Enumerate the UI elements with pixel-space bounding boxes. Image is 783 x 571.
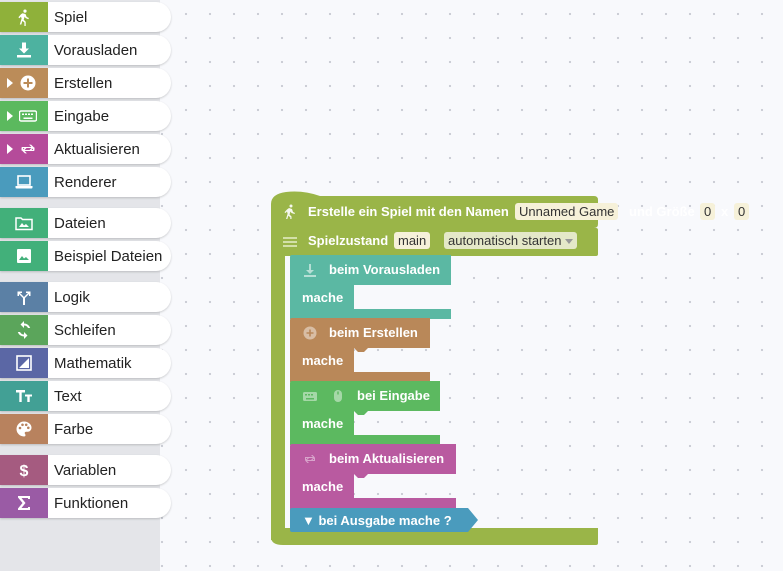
toolbox-category-mathematik[interactable]: Mathematik — [0, 348, 171, 378]
category-label: Spiel — [54, 8, 88, 26]
create-do-label: mache — [302, 353, 344, 368]
loop-icon — [15, 321, 33, 339]
category-label: Dateien — [54, 214, 106, 232]
repeat-icon — [19, 140, 37, 158]
create-label: beim Erstellen — [329, 325, 418, 340]
render-label[interactable]: ▼ bei Ausgabe mache ? — [302, 513, 452, 528]
category-swatch — [0, 208, 48, 238]
update-do-label: mache — [302, 479, 344, 494]
category-swatch — [0, 101, 48, 131]
toolbox-category-erstellen[interactable]: Erstellen — [0, 68, 171, 98]
toolbox-category-schleifen[interactable]: Schleifen — [0, 315, 171, 345]
game-times-label: x — [721, 204, 729, 219]
create-block[interactable] — [290, 318, 460, 382]
preload-do-label: mache — [302, 290, 344, 305]
category-label: Mathematik — [54, 354, 132, 372]
chevron-down-icon — [565, 239, 574, 245]
category-label: Erstellen — [54, 74, 113, 92]
category-swatch — [0, 282, 48, 312]
update-label: beim Aktualisieren — [329, 451, 445, 466]
mouse-icon — [330, 388, 346, 404]
toolbox-category-aktualisieren[interactable]: Aktualisieren — [0, 134, 171, 164]
category-swatch — [0, 348, 48, 378]
expand-arrow-icon[interactable] — [7, 144, 13, 154]
state-label: Spielzustand — [308, 233, 389, 248]
keyboard-icon — [302, 388, 318, 404]
math-icon — [15, 354, 33, 372]
state-mode-dropdown[interactable]: automatisch starten — [444, 232, 578, 249]
input-do-label: mache — [302, 416, 344, 431]
category-label: Logik — [54, 288, 90, 306]
category-label: Vorausladen — [54, 41, 138, 59]
toolbox-category-farbe[interactable]: Farbe — [0, 414, 171, 444]
image-icon — [15, 247, 33, 265]
category-label: Eingabe — [54, 107, 110, 125]
svg-text:$: $ — [20, 463, 29, 479]
category-label: Schleifen — [54, 321, 116, 339]
toolbox-category-variablen[interactable]: $ Variablen — [0, 455, 171, 485]
toolbox-category-funktionen[interactable]: Funktionen — [0, 488, 171, 518]
category-swatch: $ — [0, 455, 48, 485]
game-height-field[interactable]: 0 — [734, 203, 750, 220]
palette-icon — [15, 420, 33, 438]
toolbox-category-logik[interactable]: Logik — [0, 282, 171, 312]
toolbox-category-renderer[interactable]: Renderer — [0, 167, 171, 197]
category-swatch — [0, 241, 48, 271]
category-label: Funktionen — [54, 494, 129, 512]
category-swatch — [0, 35, 48, 65]
run-icon — [282, 203, 298, 219]
category-label: Variablen — [54, 461, 117, 479]
category-label: Aktualisieren — [54, 140, 140, 158]
dollar-icon: $ — [15, 461, 33, 479]
expand-arrow-icon[interactable] — [7, 78, 13, 88]
toolbox-category-vorausladen[interactable]: Vorausladen — [0, 35, 171, 65]
category-swatch — [0, 134, 48, 164]
category-swatch — [0, 315, 48, 345]
state-name-field[interactable]: main — [394, 232, 431, 249]
game-block-prefix: Erstelle ein Spiel mit den Namen — [308, 204, 509, 219]
game-block-bottom — [271, 533, 598, 545]
input-label: bei Eingabe — [357, 388, 430, 403]
download-icon — [15, 41, 33, 59]
toolbox-category-text[interactable]: Text — [0, 381, 171, 411]
plus-circle-icon — [19, 74, 37, 92]
laptop-icon — [15, 173, 33, 191]
fork-icon — [15, 288, 33, 306]
game-name-field[interactable]: Unnamed Game — [515, 203, 619, 220]
text-icon — [15, 387, 33, 405]
category-swatch — [0, 167, 48, 197]
download-icon — [302, 262, 318, 278]
repeat-icon — [302, 451, 318, 467]
folder-images-icon — [15, 214, 33, 232]
toolbox-category-dateien[interactable]: Dateien — [0, 208, 171, 238]
category-label: Farbe — [54, 420, 94, 438]
state-mode-value: automatisch starten — [448, 233, 562, 248]
toolbox-category-spiel[interactable]: Spiel — [0, 2, 171, 32]
preload-block[interactable] — [290, 255, 460, 319]
update-block[interactable] — [290, 444, 460, 510]
game-width-field[interactable]: 0 — [700, 203, 716, 220]
game-size-label: und Größe — [629, 204, 695, 219]
render-block[interactable] — [290, 508, 480, 534]
input-block[interactable] — [290, 381, 460, 445]
category-label: Renderer — [54, 173, 117, 191]
plus-circle-icon — [302, 325, 318, 341]
category-label: Text — [54, 387, 82, 405]
category-swatch — [0, 381, 48, 411]
category-swatch — [0, 68, 48, 98]
sigma-icon — [15, 494, 33, 512]
category-swatch — [0, 414, 48, 444]
toolbox-category-eingabe[interactable]: Eingabe — [0, 101, 171, 131]
category-swatch — [0, 488, 48, 518]
run-icon — [15, 8, 33, 26]
preload-label: beim Vorausladen — [329, 262, 441, 277]
keyboard-icon — [19, 107, 37, 125]
category-swatch — [0, 2, 48, 32]
category-label: Beispiel Dateien — [54, 247, 163, 265]
hamburger-icon — [282, 234, 298, 250]
toolbox-category-beispiel-dateien[interactable]: Beispiel Dateien — [0, 241, 171, 271]
expand-arrow-icon[interactable] — [7, 111, 13, 121]
